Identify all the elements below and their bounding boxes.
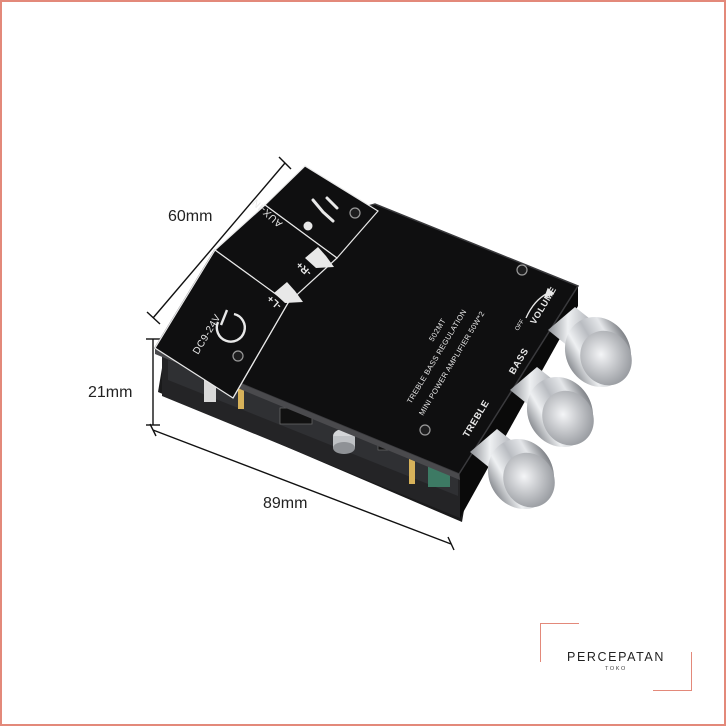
speaker-icon xyxy=(274,247,334,303)
brand-corner xyxy=(653,652,692,691)
screw xyxy=(232,350,244,362)
dimension-line-width xyxy=(146,156,292,325)
dimension-line-length xyxy=(149,423,455,551)
screw xyxy=(419,424,431,436)
standoff-post xyxy=(409,440,415,484)
audio-jack-icon xyxy=(303,196,339,231)
dimension-line-height xyxy=(146,338,160,426)
off-label: OFF xyxy=(515,318,526,332)
knob-treble xyxy=(470,429,555,510)
power-icon xyxy=(215,309,247,343)
volume-arrow-icon xyxy=(525,287,555,319)
brand-name: PERCEPATAN xyxy=(567,650,665,664)
length-dimension-label: 89mm xyxy=(263,495,308,512)
width-dimension-label: 60mm xyxy=(168,208,213,225)
amplifier-board xyxy=(153,165,580,522)
brand-corner xyxy=(540,623,579,662)
knob-volume xyxy=(548,307,632,388)
brand-subtitle: TOKO xyxy=(605,666,627,672)
height-dimension-label: 21mm xyxy=(88,384,133,401)
screw xyxy=(516,264,528,276)
knob-bass xyxy=(510,367,594,448)
screw xyxy=(349,207,361,219)
brand-watermark: PERCEPATAN TOKO xyxy=(540,623,692,691)
